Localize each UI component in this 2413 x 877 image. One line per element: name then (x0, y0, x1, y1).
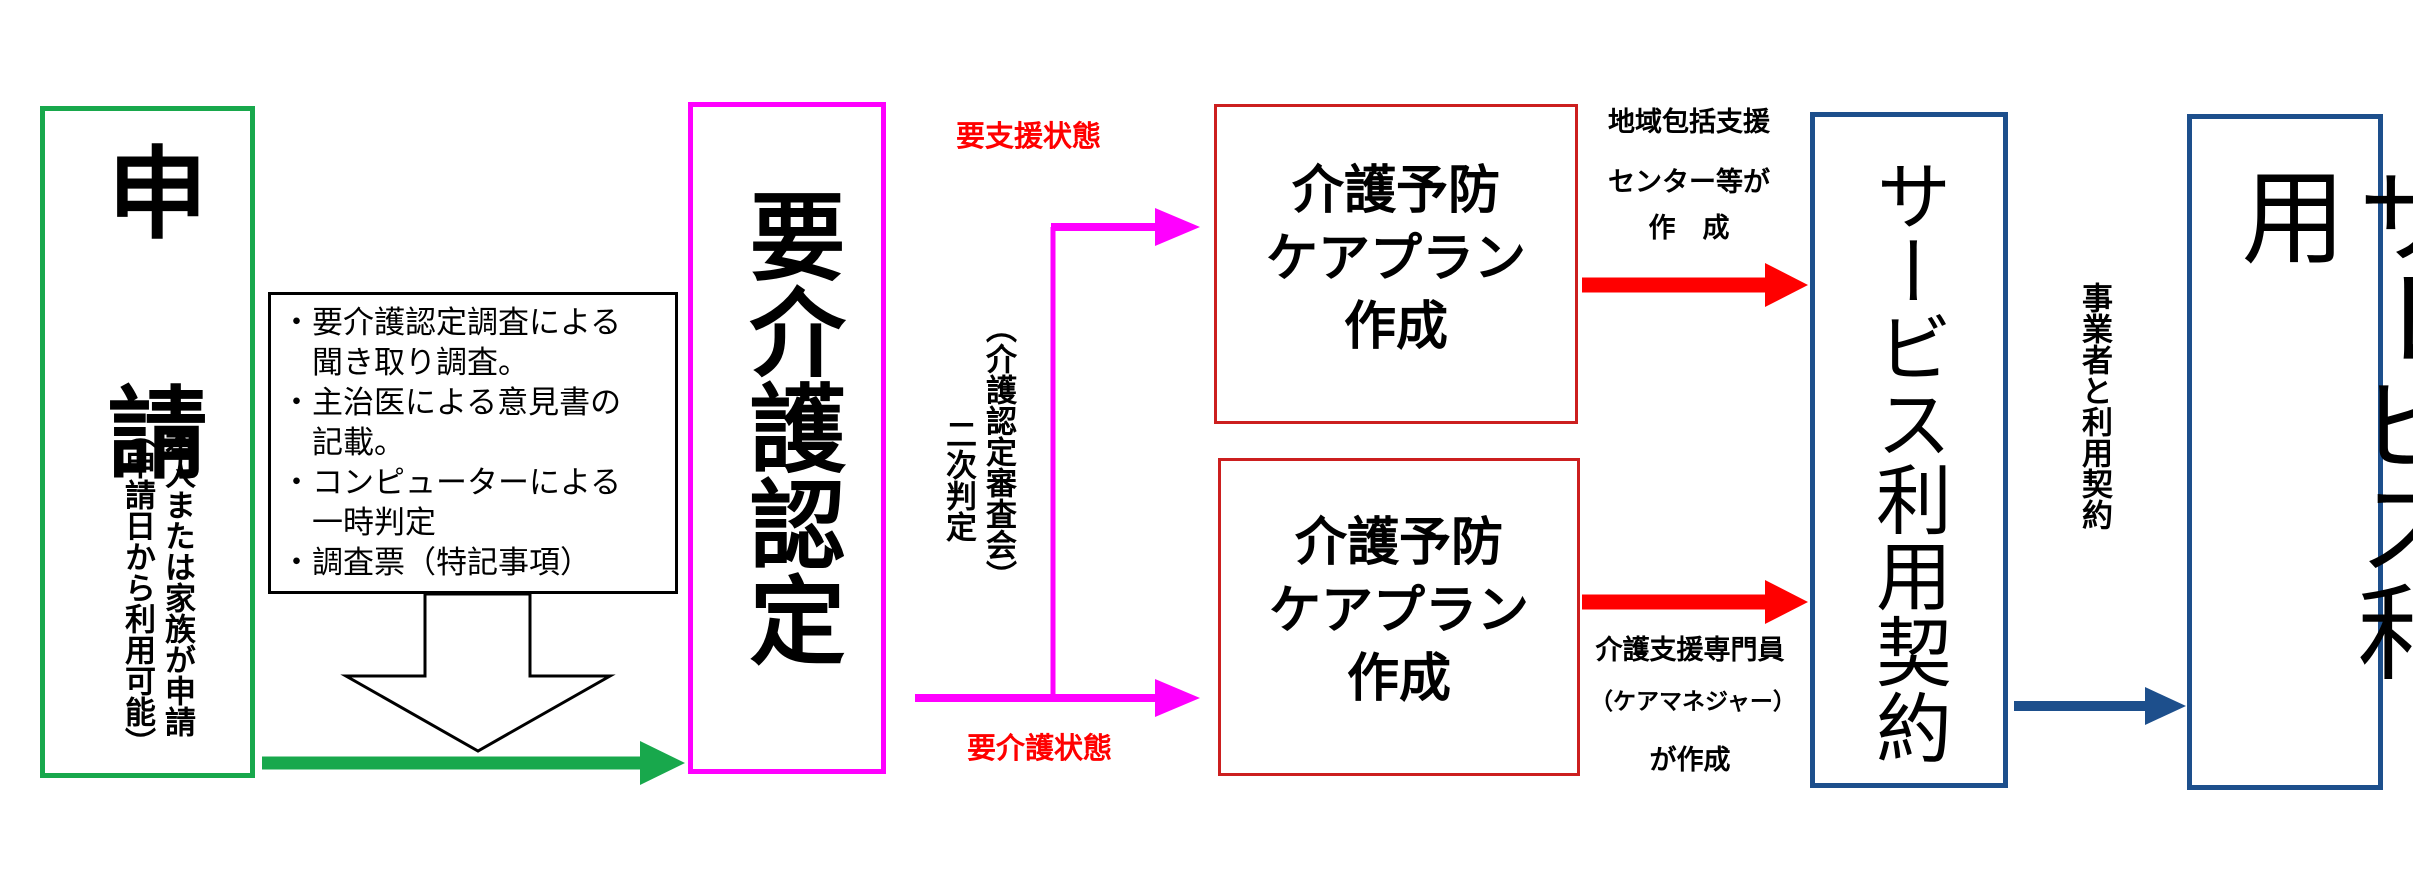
usage-title: サービス利用 (2223, 163, 2413, 683)
support-state-label: 要支援状態 (956, 119, 1102, 153)
plan-bottom-line1: 介護予防 (1294, 513, 1503, 573)
hollow-down-arrow (340, 592, 616, 753)
plan-top-line1: 介護予防 (1291, 161, 1500, 221)
survey-item-1: ・要介護認定調査による 聞き取り調査。 (281, 305, 622, 381)
application-title: 申 請 (90, 141, 207, 501)
plan-bottom-maker-3: が作成 (1649, 745, 1731, 776)
plan-bottom-box: 介護予防 ケアプラン 作成 (1218, 458, 1580, 776)
blue-arrow (2014, 687, 2186, 725)
plan-bottom-maker-1: 介護支援専門員 (1595, 635, 1785, 666)
contract-note: 事業者と利用契約 (2076, 282, 2112, 530)
magenta-branch-arrows (915, 208, 1200, 717)
application-note-paren: （申請日から利用可能） (119, 417, 155, 758)
survey-item-3: ・コンピューターによる 一時判定 (281, 465, 622, 541)
contract-title: サービス利用契約 (1863, 157, 1952, 765)
plan-bottom-maker-2: （ケアマネジャー） (1590, 689, 1796, 715)
green-arrow (262, 741, 685, 785)
survey-item-4: ・調査票（特記事項） (281, 545, 591, 581)
care-state-label: 要介護状態 (967, 731, 1113, 765)
red-arrows (1582, 263, 1808, 624)
certification-secondary2: 二次判定 (940, 418, 976, 542)
plan-top-maker-3: 作 成 (1648, 213, 1730, 244)
usage-box: サービス利用 (2187, 114, 2413, 790)
certification-secondary: （介護認定審査会） (980, 312, 1016, 591)
certification-box: 要介護認定 (688, 102, 886, 774)
survey-item-2: ・主治医による意見書の 記載。 (281, 385, 622, 461)
plan-top-line3: 作成 (1343, 297, 1448, 357)
contract-box: サービス利用契約 (1810, 112, 2008, 788)
plan-top-maker-2: センター等が (1608, 167, 1770, 198)
plan-bottom-line3: 作成 (1346, 649, 1451, 709)
plan-top-box: 介護予防 ケアプラン 作成 (1214, 104, 1578, 424)
survey-box: ・要介護認定調査による 聞き取り調査。 ・主治医による意見書の 記載。 ・コンピ… (268, 292, 678, 594)
certification-title: 要介護認定 (733, 187, 845, 667)
application-note: 本人または家族が申請 (159, 427, 195, 737)
application-box: 申 請 本人または家族が申請 （申請日から利用可能） (40, 106, 255, 778)
plan-top-maker-1: 地域包括支援 (1608, 107, 1770, 138)
plan-top-line2: ケアプラン (1265, 229, 1526, 289)
plan-bottom-line2: ケアプラン (1268, 581, 1529, 641)
